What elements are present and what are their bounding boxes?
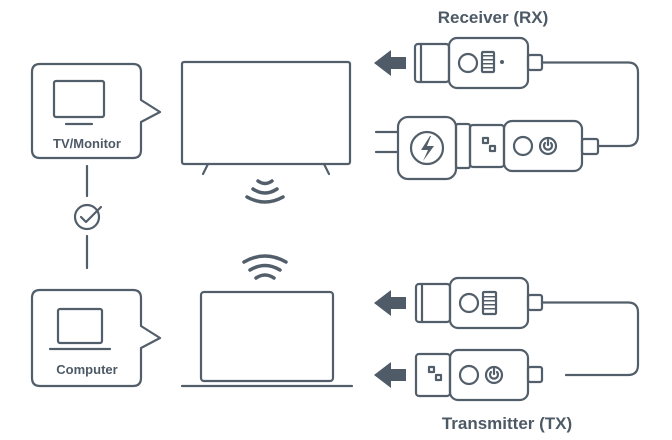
receiver-usb-dongle [468,119,600,173]
computer-label: Computer [56,362,117,377]
tv-icon [52,79,106,126]
transmitter-hdmi-dongle [414,276,640,377]
power-adapter-icon [374,115,472,181]
transmitter-usb-dongle [414,348,544,402]
tv-monitor-label: TV/Monitor [53,136,121,151]
transmitter-label: Transmitter (TX) [442,414,572,433]
rx-hdmi-arrow [374,50,406,76]
laptop-illustration [180,290,354,388]
receiver-hdmi-dongle [413,36,640,148]
tx-usb-arrow [374,362,406,388]
wifi-receive-icon [245,179,285,204]
check-icon [73,203,103,231]
wifi-transmit-icon [242,254,288,280]
tv-monitor-callout [30,62,162,160]
receiver-label: Receiver (RX) [438,8,549,27]
computer-callout [30,288,162,388]
tx-hdmi-arrow [374,290,406,316]
tv-illustration [180,60,352,176]
laptop-icon [48,307,112,351]
